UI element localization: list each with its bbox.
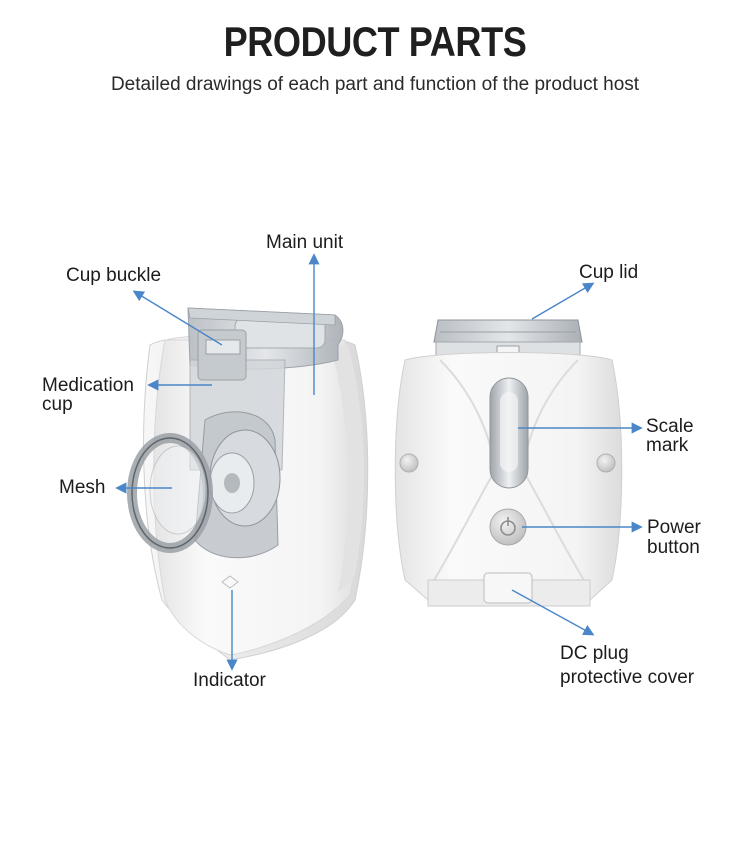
left-device <box>127 307 369 661</box>
label-medication-cup-line2: cup <box>42 394 73 415</box>
page-title: PRODUCT PARTS <box>223 18 527 65</box>
arrow-cup-buckle <box>132 290 223 346</box>
right-device <box>394 319 623 607</box>
label-dc-plug-line2: protective cover <box>560 667 695 688</box>
label-mesh: Mesh <box>59 477 106 498</box>
label-indicator: Indicator <box>193 670 266 691</box>
label-power-button-line2: button <box>647 537 700 558</box>
callout-arrows <box>115 253 643 671</box>
label-scale-mark-line2: mark <box>646 435 689 456</box>
label-dc-plug-line1: DC plug <box>560 643 629 664</box>
label-cup-buckle: Cup buckle <box>66 265 162 286</box>
label-power-button-line1: Power <box>647 517 701 538</box>
arrow-cup-lid <box>531 282 595 320</box>
label-medication-cup-line1: Medication <box>42 375 134 396</box>
label-cup-lid: Cup lid <box>579 262 639 283</box>
page-subtitle: Detailed drawings of each part and funct… <box>110 74 640 95</box>
label-main-unit: Main unit <box>266 232 344 253</box>
arrow-dc-plug <box>511 589 595 636</box>
label-scale-mark-line1: Scale <box>646 416 694 437</box>
